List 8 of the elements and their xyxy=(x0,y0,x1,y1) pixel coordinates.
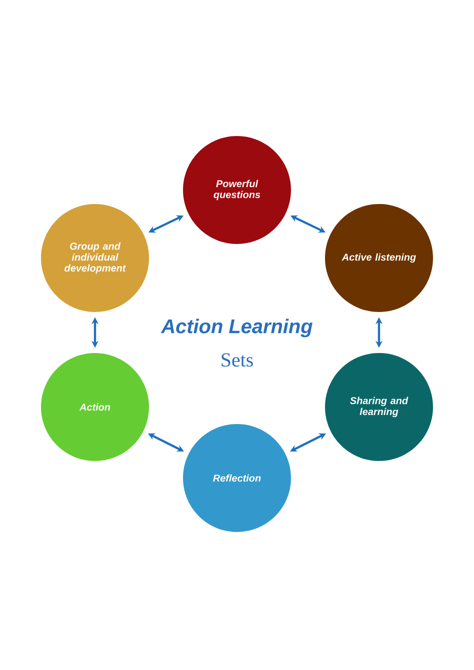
circle-node: Sharing and learning xyxy=(325,353,433,461)
circle-node: Group and individual development xyxy=(41,204,149,312)
circle-node: Powerful questions xyxy=(183,136,291,244)
circle-node: Active listening xyxy=(325,204,433,312)
circle-node: Reflection xyxy=(183,424,291,532)
center-title: Sets xyxy=(222,353,253,367)
circle-node: Action xyxy=(41,353,149,461)
center-title: Action Learning xyxy=(160,318,312,338)
